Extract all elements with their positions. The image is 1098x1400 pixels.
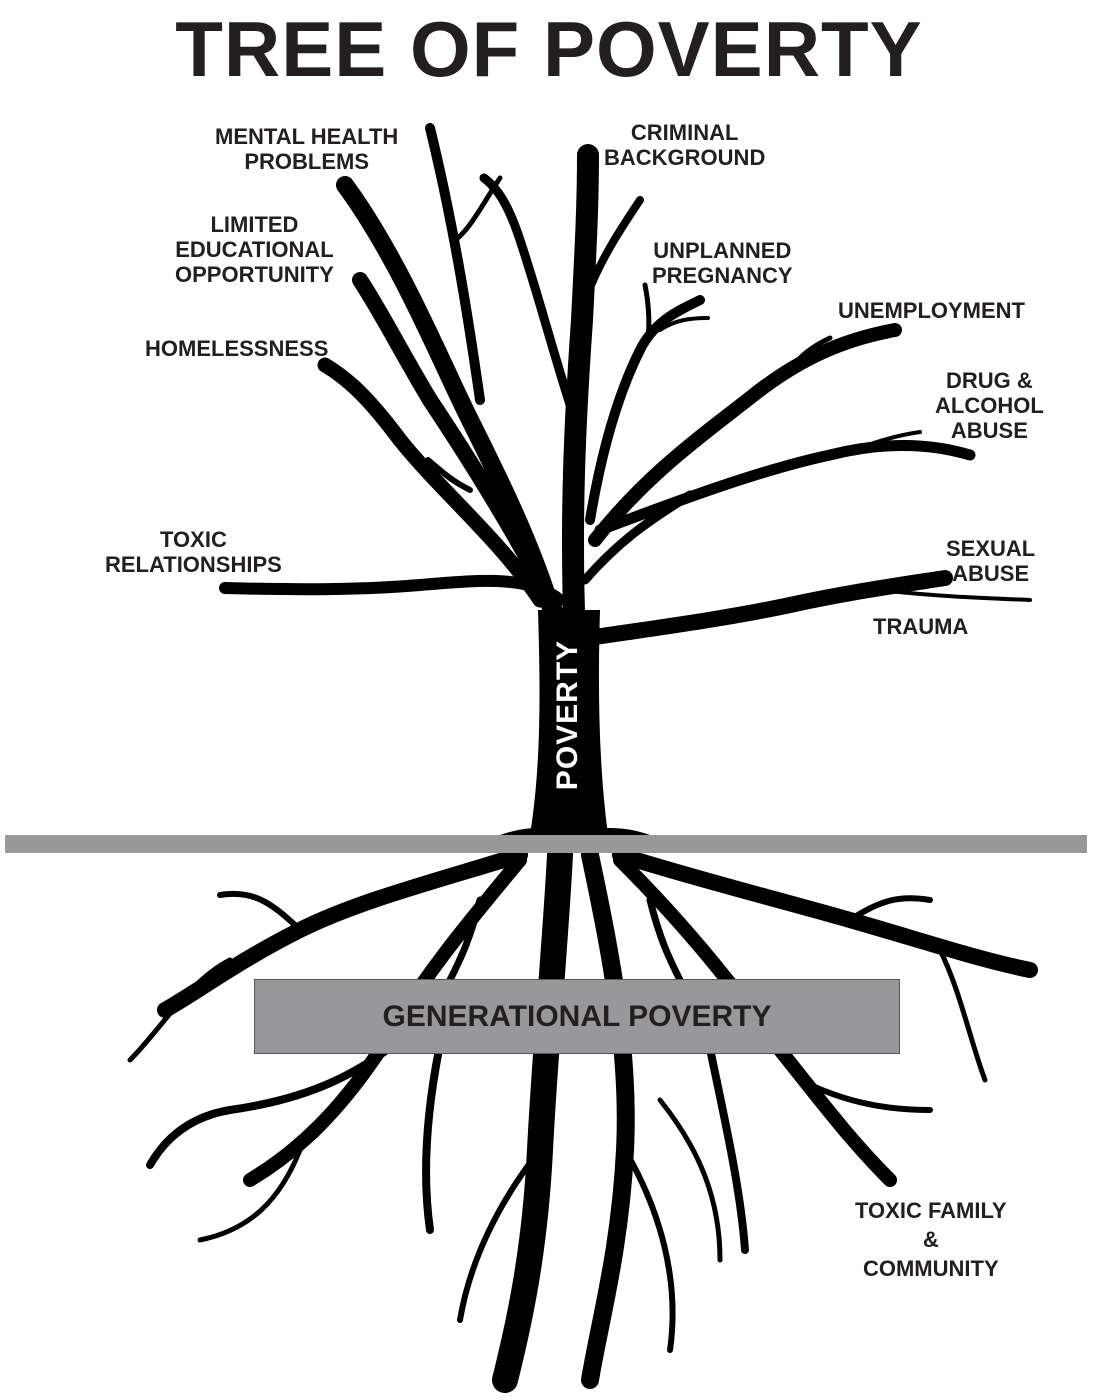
trunk-base bbox=[500, 827, 650, 835]
label-toxic-family-community: TOXIC FAMILY & COMMUNITY bbox=[855, 1198, 1007, 1281]
root-center-fine-1 bbox=[457, 1147, 543, 1323]
branch-homelessness-twig bbox=[425, 457, 473, 493]
root-right-7 bbox=[657, 1097, 723, 1263]
label-sexual-abuse: SEXUAL ABUSE bbox=[946, 536, 1036, 586]
label-unplanned-pregnancy: UNPLANNED PREGNANCY bbox=[652, 238, 793, 288]
label-mental-health: MENTAL HEALTH PROBLEMS bbox=[215, 124, 399, 174]
generational-poverty-box: GENERATIONAL POVERTY bbox=[254, 979, 900, 1054]
branch-pregnancy-twig bbox=[642, 282, 652, 343]
branch-homelessness bbox=[317, 357, 548, 608]
root-left-7 bbox=[197, 1147, 303, 1243]
branch-sexual-twig bbox=[893, 573, 952, 587]
root-center-right bbox=[581, 846, 635, 1389]
root-left-5 bbox=[217, 890, 303, 933]
label-homelessness: HOMELESSNESS bbox=[145, 336, 329, 361]
root-left-6 bbox=[127, 957, 233, 1063]
page-title: TREE OF POVERTY bbox=[175, 5, 923, 93]
branch-pregnancy bbox=[585, 295, 705, 525]
branch-mental-health-top bbox=[425, 123, 485, 405]
root-right-5 bbox=[847, 895, 933, 923]
root-left-1 bbox=[157, 847, 528, 1018]
tree-trunk bbox=[530, 610, 608, 835]
label-toxic-relationships: TOXIC RELATIONSHIPS bbox=[105, 527, 282, 577]
label-criminal-background: CRIMINAL BACKGROUND bbox=[604, 120, 766, 170]
root-center-fine-3 bbox=[446, 896, 484, 984]
branch-center bbox=[561, 144, 599, 651]
branch-mid-right bbox=[580, 490, 695, 585]
branch-pregnancy-twig2 bbox=[658, 316, 710, 332]
label-drug-alcohol-abuse: DRUG & ALCOHOL ABUSE bbox=[935, 368, 1044, 443]
root-main-center bbox=[492, 842, 573, 1393]
ground-line bbox=[5, 835, 1087, 853]
generational-poverty-label: GENERATIONAL POVERTY bbox=[382, 999, 772, 1033]
branch-unemployment bbox=[588, 323, 902, 547]
root-right-3 bbox=[797, 1077, 933, 1113]
branch-center-right bbox=[581, 196, 644, 304]
branch-center-left bbox=[479, 173, 580, 425]
branch-unemployment-twig bbox=[787, 335, 833, 373]
trunk-label: POVERTY bbox=[551, 639, 584, 791]
root-center-fine-4 bbox=[646, 896, 684, 984]
branch-education bbox=[352, 272, 568, 628]
root-left-3 bbox=[146, 1036, 404, 1169]
root-right-6 bbox=[937, 947, 988, 1083]
label-trauma: TRAUMA bbox=[873, 614, 969, 639]
branch-drug-twig bbox=[858, 430, 922, 450]
label-unemployment: UNEMPLOYMENT bbox=[838, 298, 1025, 323]
root-right-1 bbox=[612, 847, 1038, 978]
label-limited-education: LIMITED EDUCATIONAL OPPORTUNITY bbox=[175, 212, 334, 287]
branch-trauma-twig bbox=[878, 588, 1032, 602]
branch-toxic-rel bbox=[219, 574, 566, 606]
root-center-fine-2 bbox=[622, 1147, 676, 1353]
